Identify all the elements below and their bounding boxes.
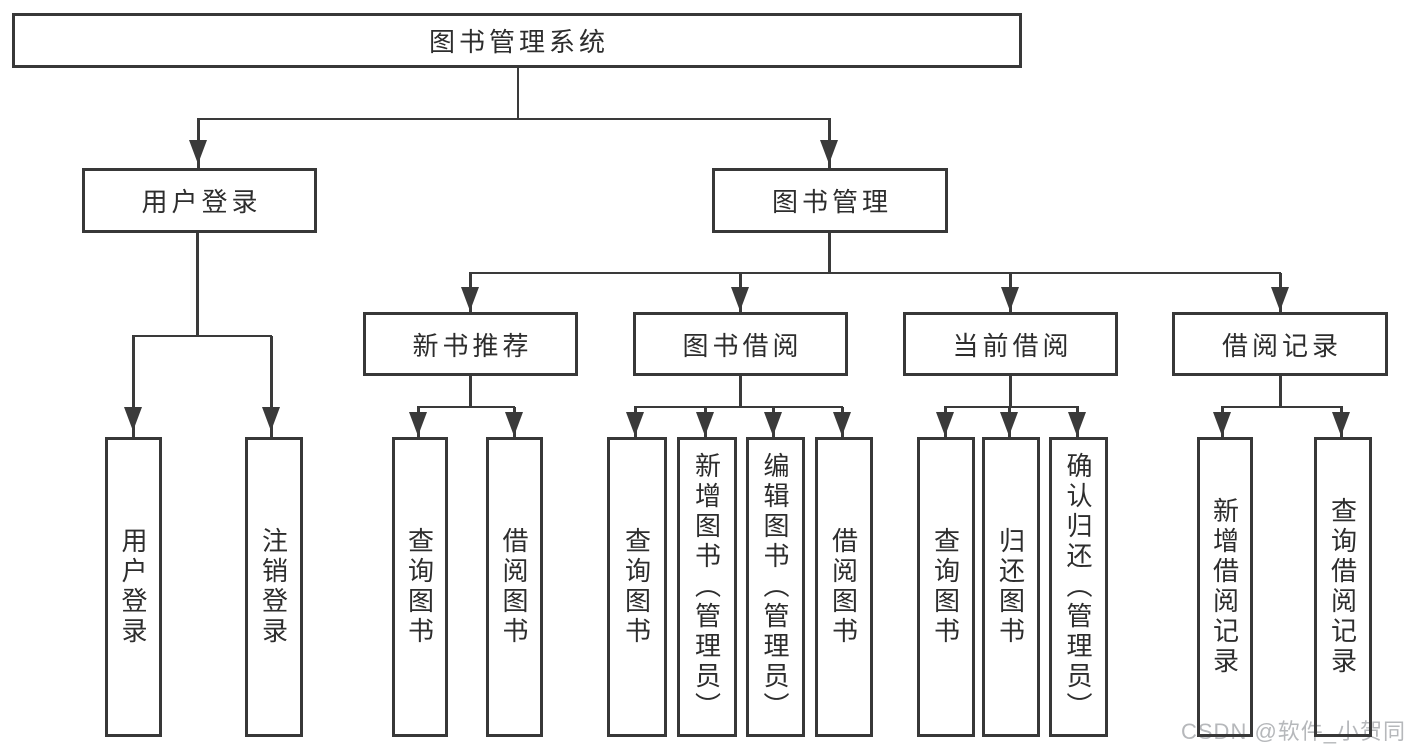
node-root: 图书管理系统	[12, 13, 1022, 68]
leaf-bb-add-books-admin: 新增图书（管理员）	[677, 437, 737, 737]
arrowhead	[1001, 287, 1019, 311]
arrowhead	[626, 412, 644, 436]
node-label: 图书借阅	[682, 330, 803, 361]
node-label: 用户登录	[141, 187, 262, 217]
node-label: 编辑图书（管理员）	[760, 452, 790, 722]
leaf-cb-return-books: 归还图书	[982, 437, 1040, 737]
node-new-book-recommend: 新书推荐	[363, 312, 578, 376]
leaf-bb-borrow-books: 借阅图书	[815, 437, 873, 737]
node-label: 查询图书	[621, 527, 652, 647]
connector-line	[469, 271, 1281, 274]
arrowhead	[262, 407, 280, 431]
node-label: 当前借阅	[952, 330, 1073, 361]
arrowhead	[820, 140, 838, 164]
node-label: 注销登录	[258, 527, 289, 647]
leaf-br-query-record: 查询借阅记录	[1314, 437, 1372, 737]
leaf-logout-login: 注销登录	[245, 437, 303, 737]
leaf-bb-query-books: 查询图书	[607, 437, 667, 737]
connector-line	[634, 405, 843, 408]
arrowhead	[461, 287, 479, 311]
leaf-br-add-record: 新增借阅记录	[1197, 437, 1253, 737]
node-label: 借阅记录	[1221, 330, 1342, 361]
node-label: 图书管理系统	[428, 27, 609, 57]
connector-line	[828, 233, 831, 274]
arrowhead	[833, 412, 851, 436]
node-book-management: 图书管理	[712, 168, 948, 233]
node-label: 查询图书	[930, 527, 961, 647]
node-label: 归还图书	[995, 527, 1026, 647]
connector-line	[1279, 376, 1282, 408]
node-label: 新增借阅记录	[1209, 497, 1240, 677]
node-label: 用户登录	[118, 527, 148, 647]
connector-line	[132, 336, 135, 437]
leaf-user-login: 用户登录	[105, 437, 162, 737]
node-label: 借阅图书	[828, 527, 859, 647]
arrowhead	[409, 412, 427, 436]
connector-line	[944, 405, 1079, 408]
arrowhead	[1332, 412, 1350, 436]
arrowhead	[1000, 412, 1018, 436]
leaf-cb-confirm-return-admin: 确认归还（管理员）	[1049, 437, 1108, 737]
node-label: 新书推荐	[412, 330, 533, 361]
node-label: 查询图书	[404, 527, 435, 647]
node-current-borrowing: 当前借阅	[903, 312, 1118, 376]
leaf-nb-borrow-books: 借阅图书	[486, 437, 543, 737]
node-label: 查询借阅记录	[1327, 497, 1358, 677]
connector-line	[417, 405, 515, 408]
connector-line	[1221, 405, 1343, 408]
connector-line	[132, 334, 272, 337]
node-label: 借阅图书	[499, 527, 529, 647]
arrowhead	[189, 140, 207, 164]
leaf-cb-query-books: 查询图书	[917, 437, 975, 737]
connector-line	[1009, 376, 1012, 408]
arrowhead	[124, 407, 142, 431]
connector-line	[197, 117, 831, 120]
node-label: 确认归还（管理员）	[1063, 452, 1093, 722]
csdn-watermark: CSDN @软件_小贺同学	[1181, 719, 1405, 744]
arrowhead	[764, 412, 782, 436]
arrowhead	[731, 287, 749, 311]
arrowhead	[936, 412, 954, 436]
arrowhead	[1271, 287, 1289, 311]
arrowhead	[505, 412, 523, 436]
leaf-bb-edit-books-admin: 编辑图书（管理员）	[746, 437, 805, 737]
connector-line	[739, 376, 742, 408]
connector-line	[270, 336, 273, 437]
arrowhead	[696, 412, 714, 436]
arrowhead	[1068, 412, 1086, 436]
connector-line	[469, 376, 472, 408]
leaf-nb-query-books: 查询图书	[392, 437, 448, 737]
node-label: 新增图书（管理员）	[691, 452, 722, 722]
node-label: 图书管理	[771, 187, 892, 217]
connector-line	[196, 233, 199, 336]
node-borrowing-records: 借阅记录	[1172, 312, 1388, 376]
node-book-borrowing: 图书借阅	[633, 312, 848, 376]
node-user-login: 用户登录	[82, 168, 317, 233]
connector-line	[516, 68, 519, 119]
arrowhead	[1213, 412, 1231, 436]
